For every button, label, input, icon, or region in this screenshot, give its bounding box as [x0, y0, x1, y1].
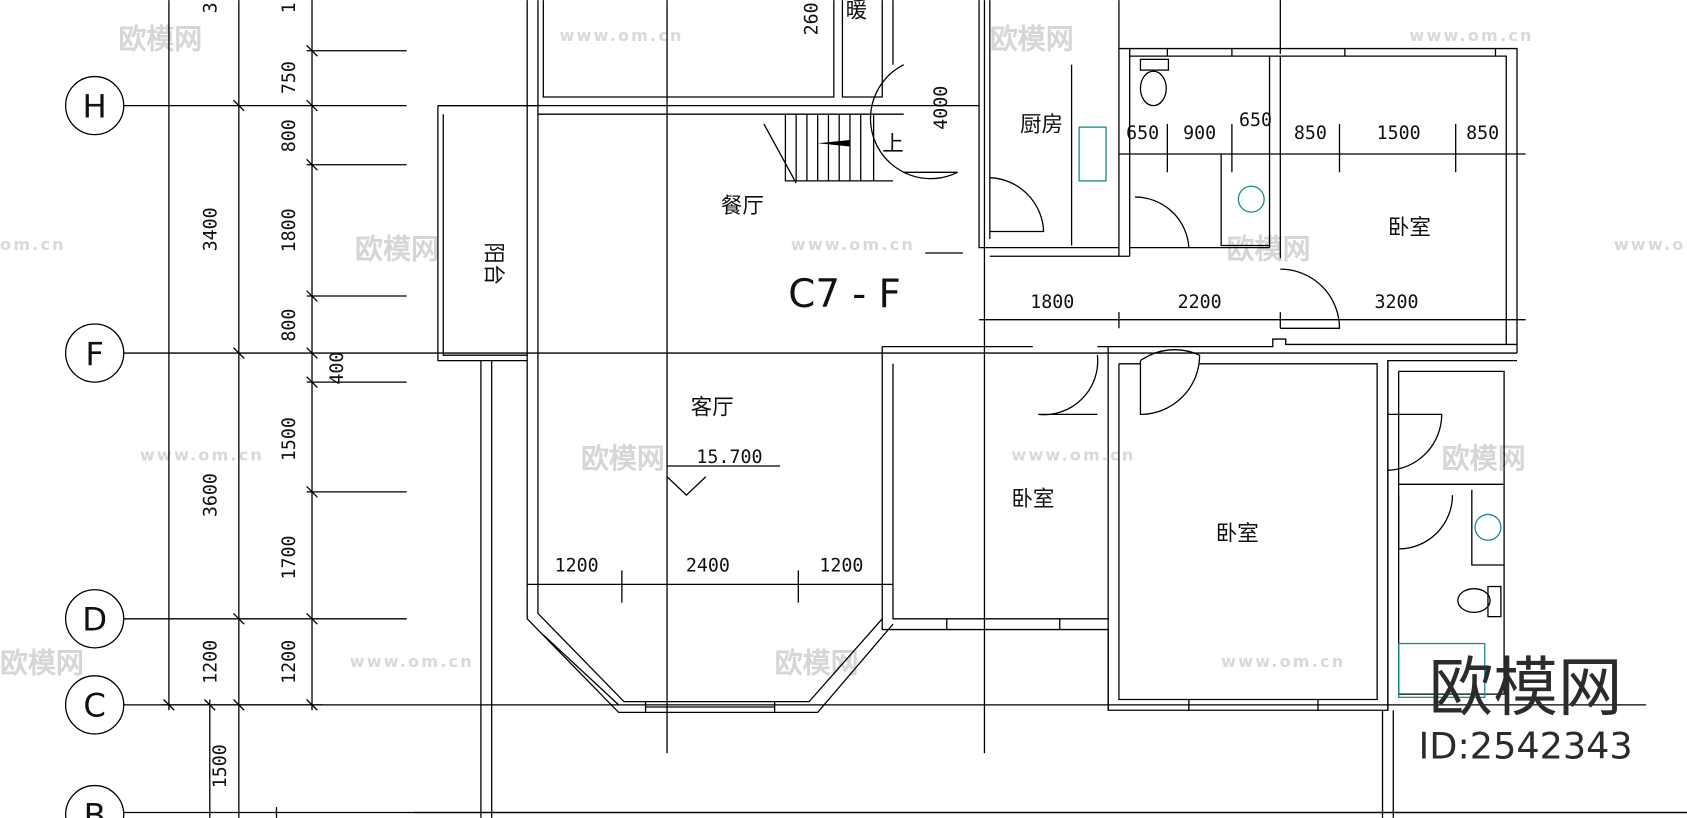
room-label-bedroom: 卧室 — [1388, 216, 1431, 241]
room-label-kitchen: 厨房 — [1020, 112, 1063, 137]
watermark-logo: 欧模网 — [990, 23, 1074, 56]
watermark-logo: 欧模网 — [355, 232, 439, 265]
room-label-bedroom: 卧室 — [1216, 521, 1259, 546]
dim-text: 850 — [1466, 123, 1499, 144]
axis-grid: H F D C B — [64, 0, 1687, 818]
dim-text: 1200 — [819, 555, 863, 576]
dim-text: 1500 — [1377, 123, 1421, 144]
elevation-symbol — [666, 465, 781, 496]
dim-text: 650 — [1126, 123, 1159, 144]
room-label-living: 客厅 — [691, 395, 734, 420]
room-label-cut: 暖 — [846, 0, 868, 23]
dim-text: 800 — [279, 309, 300, 342]
room-label-bedroom: 卧室 — [1011, 487, 1054, 512]
axis-label-f: F — [85, 335, 104, 373]
watermark-url: om.cn — [0, 235, 66, 254]
axis-label-b: B — [84, 796, 106, 818]
watermark-url: www.om.cn — [140, 446, 264, 465]
axis-label-h: H — [83, 87, 107, 125]
watermark-logo-main: 欧模网 — [1429, 651, 1623, 726]
plan-code: C7 - F — [788, 272, 901, 317]
dim-text: 900 — [1183, 123, 1216, 144]
dim-text: 800 — [279, 119, 300, 152]
dim-text: 3 — [200, 2, 221, 13]
watermark-url: www.om.cn — [1221, 652, 1345, 671]
watermark-logo: 欧模网 — [581, 442, 665, 475]
dim-text: 1500 — [210, 744, 231, 788]
watermark-url: www.om.cn — [791, 235, 915, 254]
watermark-logo: 欧模网 — [118, 23, 202, 56]
left-dimensions: 3400 3600 1200 1500 750 800 1800 800 150… — [200, 2, 952, 788]
corner-watermark: 欧模网 ID:2542343 — [1419, 651, 1633, 767]
walls — [414, 0, 1687, 818]
stair-up-label: 上 — [882, 132, 904, 157]
axis-bubble-b — [64, 784, 125, 818]
axis-label-d: D — [82, 601, 107, 639]
elevation-mark: 15.700 — [696, 447, 762, 468]
watermark-url: www.om.cn — [559, 26, 683, 45]
dim-text: 1800 — [1030, 292, 1074, 313]
room-labels: 阳台 餐厅 客厅 厨房 卧室 卧室 卧室 上 暖 C7 - F 15.700 — [480, 0, 1431, 546]
dim-text: 400 — [327, 352, 348, 385]
dim-text: 260 — [802, 2, 823, 35]
dim-text: 850 — [1294, 123, 1327, 144]
watermark-id: ID:2542343 — [1419, 725, 1633, 768]
dim-text: 1800 — [279, 208, 300, 252]
watermark-logo: 欧模网 — [775, 647, 859, 680]
dim-text: 1 — [279, 2, 300, 13]
dim-text: 2400 — [686, 555, 730, 576]
dim-text: 1200 — [200, 640, 221, 684]
room-label-balcony: 阳台 — [480, 242, 505, 285]
watermark-url: www.om.cn — [350, 652, 474, 671]
dim-text: 650 — [1239, 110, 1272, 131]
dim-text: 1200 — [279, 640, 300, 684]
watermark-layer: 欧模网 欧模网 欧模网 欧模网 欧模网 欧模网 欧模网 欧模网 www.om.c… — [0, 23, 1687, 680]
axis-label-c: C — [83, 687, 106, 725]
dim-text: 3200 — [1374, 292, 1418, 313]
watermark-logo: 欧模网 — [0, 647, 84, 680]
dim-text: 3600 — [200, 473, 221, 517]
dim-text: 1200 — [555, 555, 599, 576]
dim-text: 3400 — [200, 207, 221, 251]
watermark-logo: 欧模网 — [1227, 232, 1311, 265]
dim-text: 4000 — [931, 86, 952, 130]
watermark-logo: 欧模网 — [1442, 442, 1526, 475]
interior-dimensions: 650 900 650 850 1500 850 1800 2200 3200 … — [527, 110, 1526, 603]
room-label-dining: 餐厅 — [721, 194, 764, 219]
dim-text: 1700 — [279, 535, 300, 579]
dim-text: 750 — [279, 61, 300, 94]
watermark-url: www.om.cn — [1011, 446, 1135, 465]
dim-text: 2200 — [1178, 292, 1222, 313]
dim-text: 1500 — [279, 417, 300, 461]
watermark-url: www.om.cn — [1409, 26, 1533, 45]
watermark-url: www.om.cn — [1614, 235, 1687, 254]
